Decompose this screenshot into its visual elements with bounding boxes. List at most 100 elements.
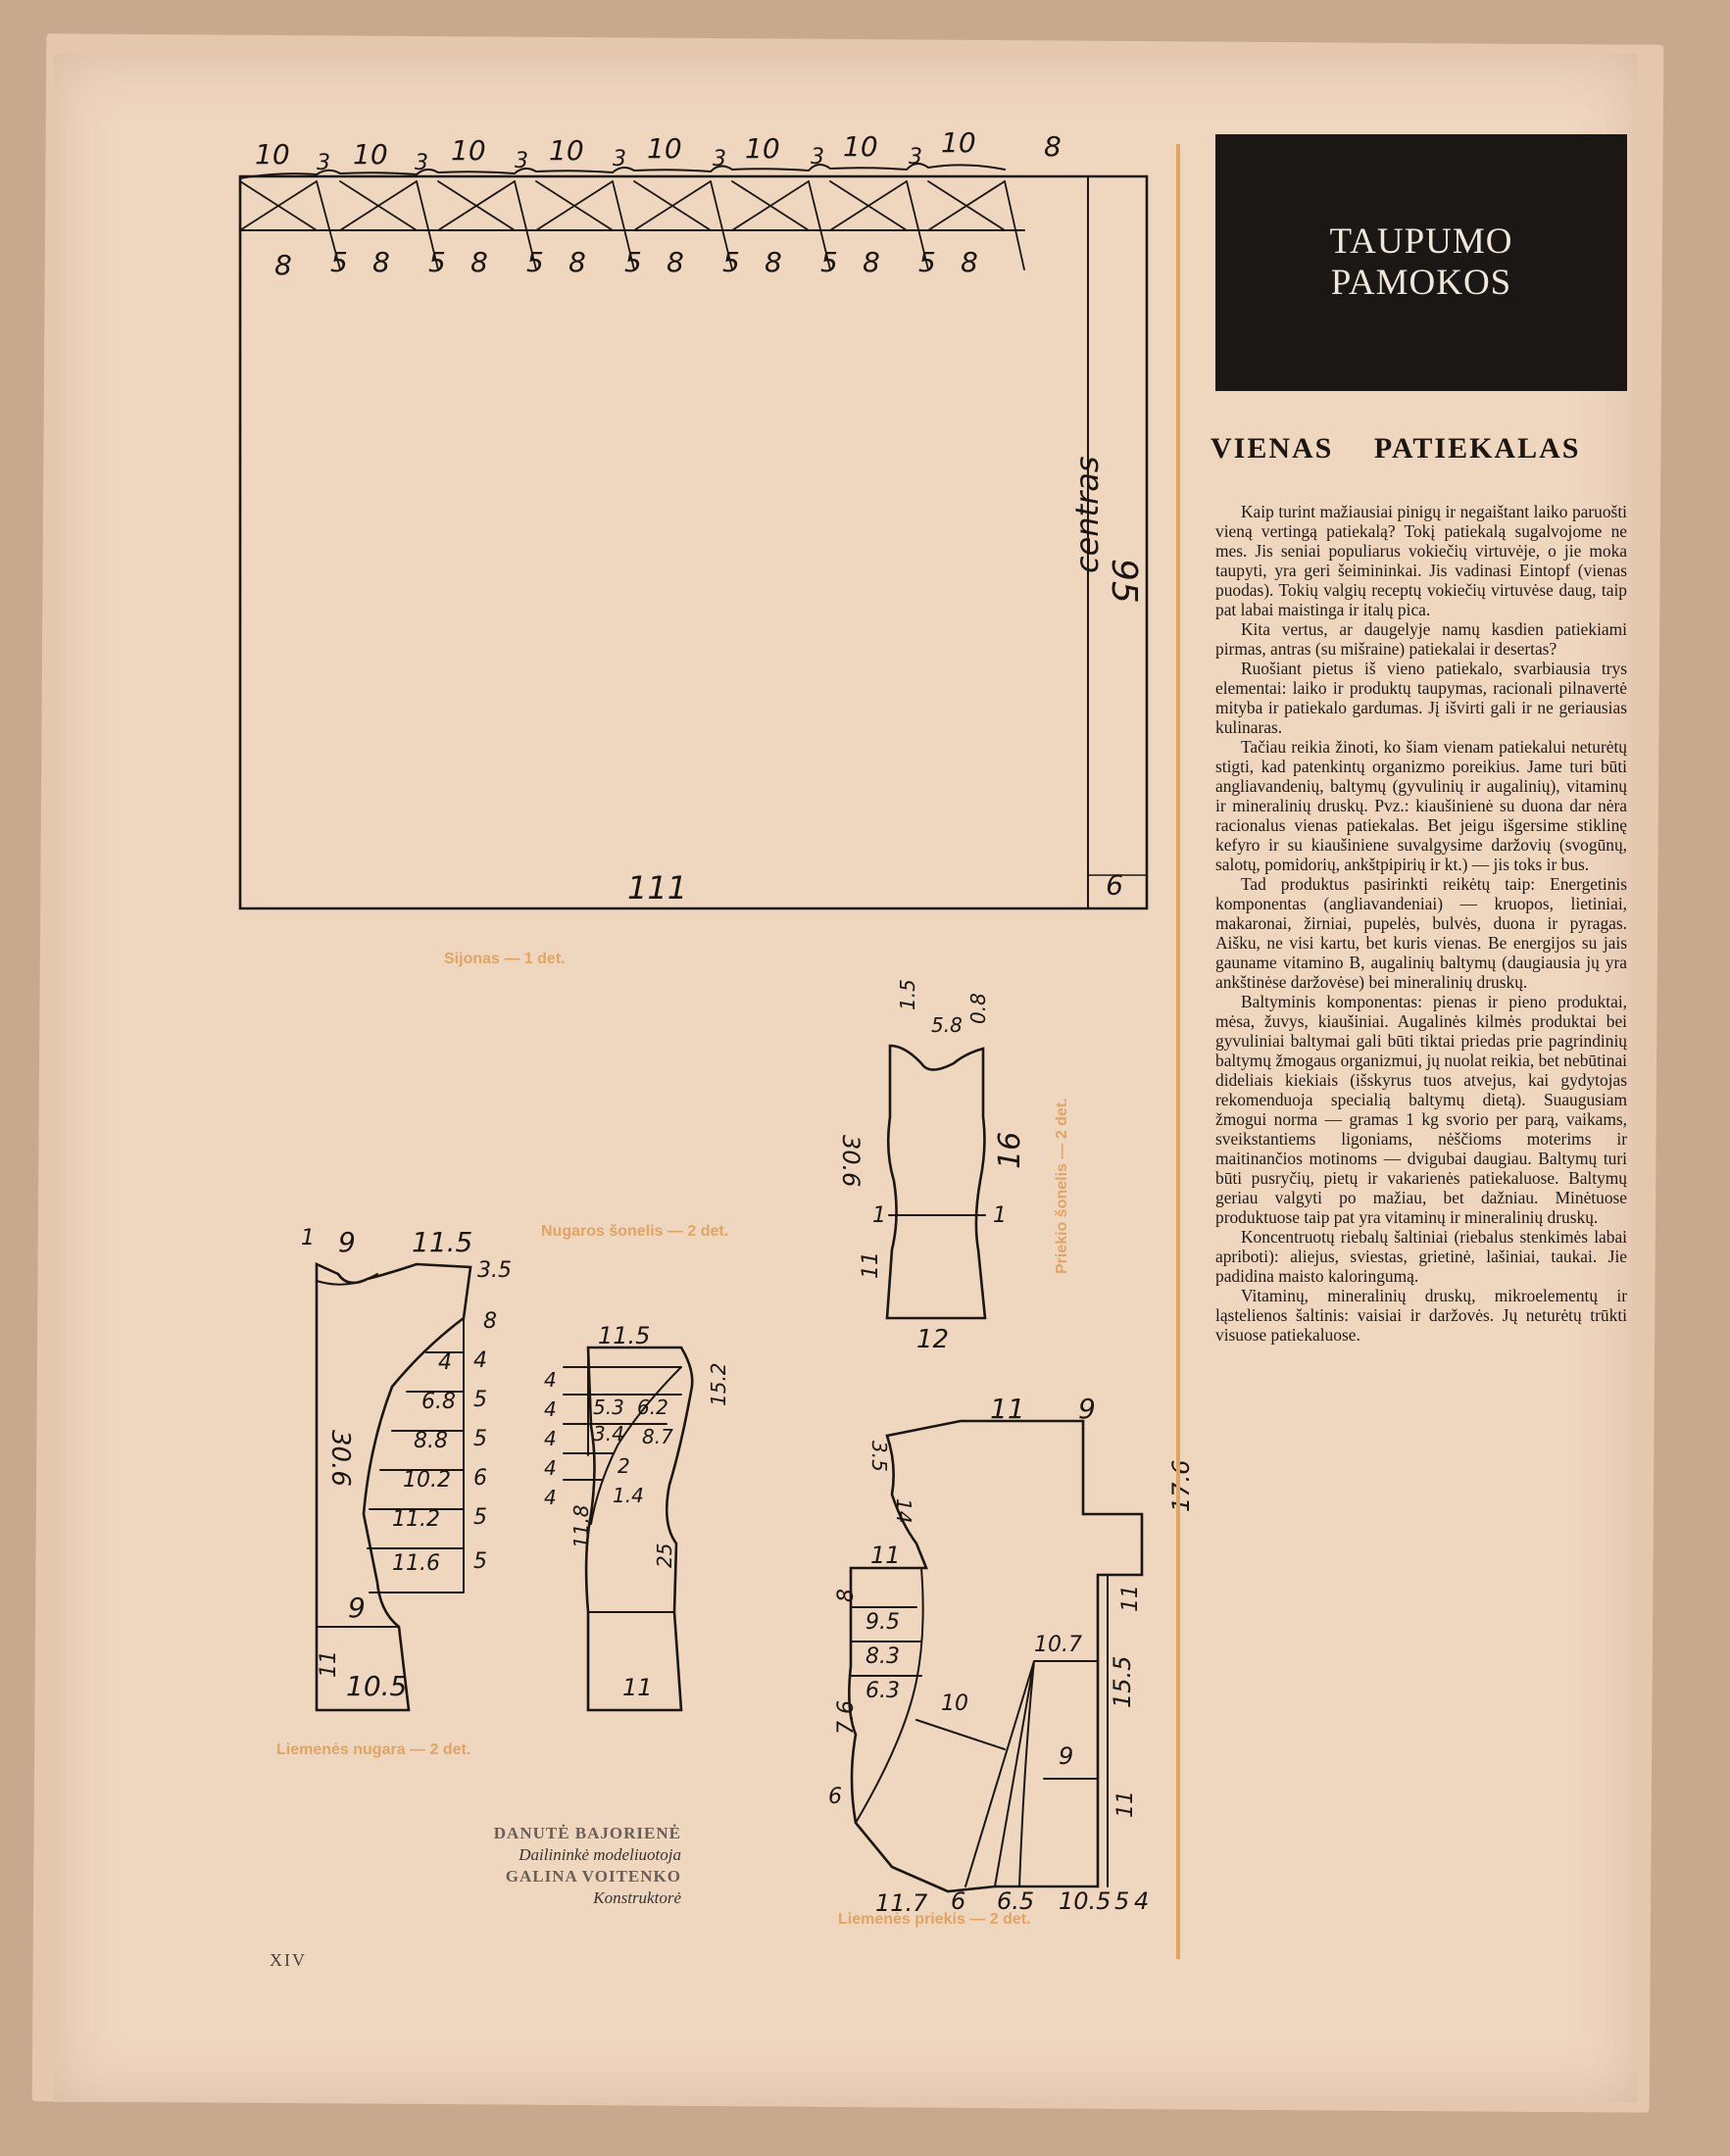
svg-text:6: 6 [951,1887,965,1915]
column-rule [1176,144,1180,1959]
svg-text:30.6: 30.6 [325,1430,355,1487]
svg-text:8: 8 [274,249,292,281]
svg-text:1.4: 1.4 [613,1484,644,1507]
svg-text:8: 8 [1044,130,1062,163]
svg-text:14: 14 [892,1498,915,1523]
svg-text:1: 1 [872,1203,886,1228]
svg-text:8: 8 [667,246,684,278]
svg-text:8.3: 8.3 [865,1644,900,1669]
svg-text:95: 95 [1104,559,1144,604]
svg-text:5: 5 [473,1427,487,1451]
svg-text:2: 2 [618,1454,630,1478]
svg-text:10.5: 10.5 [346,1670,407,1702]
svg-text:11: 11 [1113,1790,1138,1818]
skirt-outline [238,174,1149,910]
svg-text:5.3: 5.3 [593,1396,624,1419]
svg-text:5: 5 [473,1505,487,1530]
article-paragraph: Kaip turint mažiausiai pinigų ir negaišt… [1215,502,1627,619]
credits: DANUTĖ BAJORIENĖ Dailininkė modeliuotoja… [436,1823,681,1909]
constructor-name: GALINA VOITENKO [505,1867,681,1886]
svg-text:12: 12 [916,1325,949,1354]
svg-text:9: 9 [348,1592,366,1624]
svg-text:10.2: 10.2 [403,1468,451,1493]
svg-text:9: 9 [1078,1393,1096,1425]
svg-text:10: 10 [941,1691,968,1716]
svg-text:10.5: 10.5 [1059,1887,1111,1915]
svg-text:4: 4 [544,1397,557,1421]
svg-text:3: 3 [909,145,922,170]
svg-text:4: 4 [1134,1887,1149,1915]
svg-text:10: 10 [647,132,682,165]
svg-text:3: 3 [713,147,726,172]
svg-text:11: 11 [622,1674,653,1701]
svg-text:8: 8 [834,1589,859,1602]
svg-text:4: 4 [473,1348,487,1373]
svg-text:11: 11 [317,1650,341,1678]
svg-text:11.8: 11.8 [569,1504,593,1548]
svg-text:5: 5 [473,1549,487,1574]
svg-text:10: 10 [255,138,290,171]
svg-text:5: 5 [526,246,544,278]
skirt-waist-curve [239,163,1006,179]
svg-text:8.8: 8.8 [414,1429,448,1453]
svg-text:11.7: 11.7 [875,1889,928,1917]
designer-name: DANUTĖ BAJORIENĖ [493,1824,681,1842]
svg-text:111: 111 [627,869,687,906]
svg-text:centras: centras [1068,456,1106,573]
svg-text:15.5: 15.5 [1109,1656,1136,1708]
svg-text:3.4: 3.4 [593,1422,624,1446]
svg-text:3: 3 [811,145,824,170]
bodice-back-grid [367,1317,465,1593]
svg-text:6: 6 [828,1785,842,1809]
svg-text:8: 8 [961,246,978,278]
svg-text:11: 11 [859,1251,883,1279]
svg-text:9: 9 [1106,868,1123,901]
article-title: VIENAS PATIEKALAS [1211,432,1581,465]
svg-text:8: 8 [765,246,782,278]
svg-text:4: 4 [544,1456,557,1480]
svg-text:10.7: 10.7 [1034,1633,1082,1657]
svg-text:25: 25 [653,1544,676,1568]
svg-text:1: 1 [993,1203,1007,1228]
svg-text:5.8: 5.8 [931,1013,963,1037]
svg-text:6.3: 6.3 [865,1679,900,1703]
caption-front-side: Priekio šonelis — 2 det. [1054,1098,1070,1274]
front-side-outline [885,1044,987,1320]
skirt-pleat-marks [239,180,1025,270]
svg-text:7.6: 7.6 [834,1700,859,1735]
svg-text:8: 8 [483,1309,497,1334]
article-body: Kaip turint mažiausiai pinigų ir negaišt… [1215,502,1627,1345]
svg-text:10: 10 [451,134,486,167]
svg-text:10: 10 [745,132,780,165]
banner-title: TAUPUMO PAMOKOS [1329,221,1513,303]
page-number: XIV [270,1950,307,1970]
svg-text:10: 10 [549,134,584,167]
svg-text:8.7: 8.7 [642,1425,673,1448]
svg-text:6.2: 6.2 [637,1396,668,1419]
article-paragraph: Vitaminų, mineralinių druskų, mikroeleme… [1215,1286,1627,1345]
svg-text:8: 8 [470,246,488,278]
svg-text:3: 3 [317,151,330,175]
svg-text:9: 9 [1059,1742,1073,1770]
svg-text:4: 4 [544,1368,557,1392]
svg-text:4: 4 [544,1427,557,1450]
article-paragraph: Kita vertus, ar daugelyje namų kasdien p… [1215,619,1627,659]
article-paragraph: Baltyminis komponentas: pienas ir pieno … [1215,992,1627,1227]
svg-text:11: 11 [1118,1585,1143,1612]
svg-text:16: 16 [993,1132,1027,1169]
svg-text:5: 5 [918,246,936,278]
svg-text:10: 10 [941,126,976,159]
svg-text:5: 5 [1114,1887,1129,1915]
svg-text:17.6: 17.6 [1167,1460,1195,1512]
article-paragraph: Koncentruotų riebalų šaltiniai (riebalus… [1215,1227,1627,1286]
bodice-front-outline [848,1419,1144,1893]
caption-bodice-back: Liemenės nugara — 2 det. [276,1741,471,1758]
svg-text:10: 10 [353,138,388,171]
svg-text:11: 11 [870,1542,901,1569]
svg-text:3: 3 [515,149,528,173]
svg-text:11.2: 11.2 [392,1507,440,1532]
svg-text:3.5: 3.5 [867,1441,891,1472]
caption-skirt: Sijonas — 1 det. [444,951,566,967]
